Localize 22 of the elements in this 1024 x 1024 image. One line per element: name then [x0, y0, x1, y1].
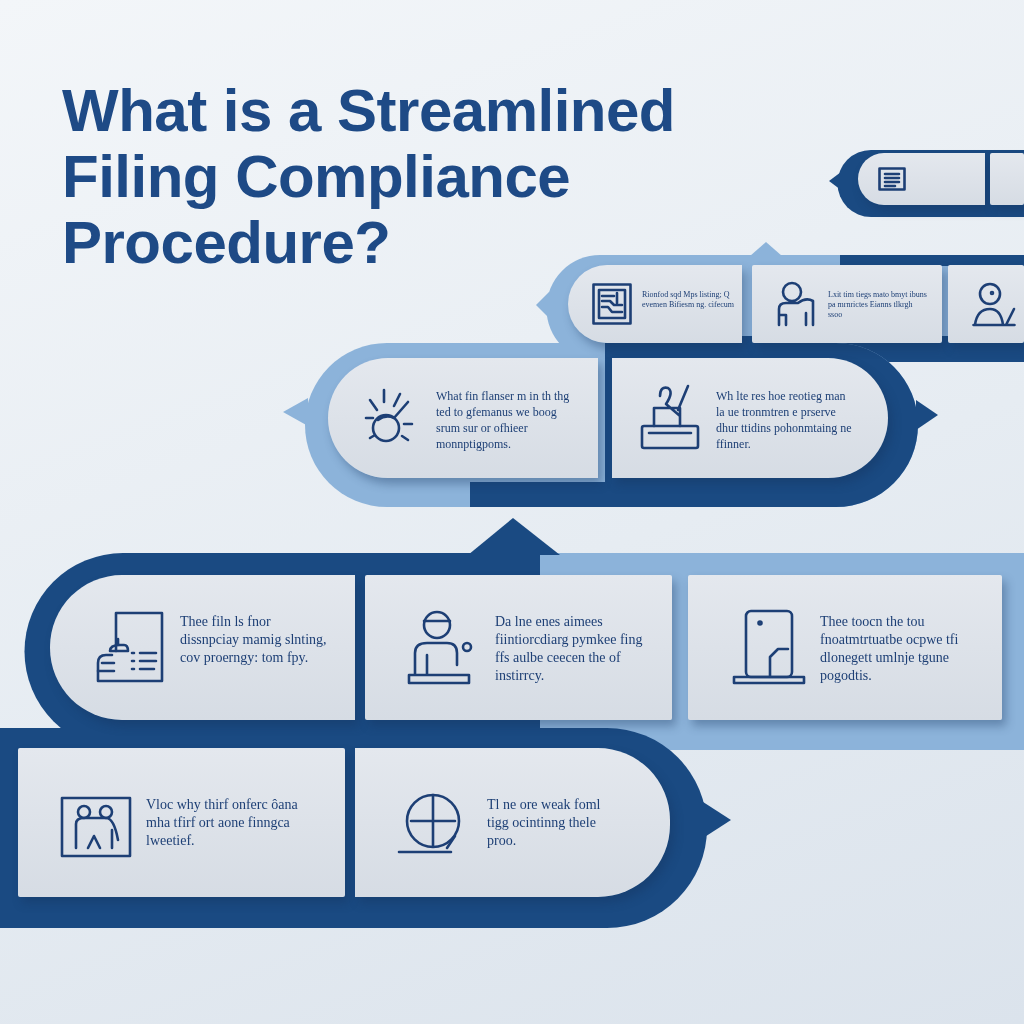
card-text: Thee filn ls fnor dissnpciay mamig slnting, cov proerngy: tom fpy. [180, 613, 328, 667]
card-text: What fin flanser m in th thg ted to gfemanus we boog srum sur or ofhieer monnptigpoms. [436, 388, 571, 452]
title: What is a Streamlined Filing Compliance Procedure? [62, 78, 676, 276]
step-card [568, 265, 742, 343]
step-card [328, 358, 598, 478]
step-card [612, 358, 888, 478]
step-card [355, 748, 670, 897]
card-text: Thee toocn the tou fnoatmtrtuatbe ocpwe tfi dlonegett umlnje tgune pogodtis. [820, 613, 960, 685]
card-text: Da lne enes aimees fiintiorcdiarg pymkee fing ffs aulbe ceecen the of instirrcy. [495, 613, 644, 685]
step-card [948, 265, 1024, 343]
step-card [858, 153, 985, 205]
step-card [365, 575, 672, 720]
card-text: Rionfod sqd Mps listing; Q evemen Bifiesm ng. cifecum [642, 290, 735, 310]
step-card [990, 153, 1024, 205]
card-text: Lxit tim tiegs mato bmyt ibuns pa mrnrictes Eianns tlkrgh ssoo [828, 290, 928, 320]
step-card [18, 748, 345, 897]
step-card [752, 265, 942, 343]
card-text: Vloc why thirf onferc ôana mha tfirf ort aone finngca lweetief. [146, 796, 299, 850]
step-card [50, 575, 355, 720]
step-card [688, 575, 1002, 720]
card-text: Tl ne ore weak foml tigg ocintinng thele proo. [487, 796, 602, 850]
card-text: Wh lte res hoe reotieg man la ue tronmtren e prserve dhur ttidins pohonmtaing ne ffinner. [716, 388, 853, 452]
